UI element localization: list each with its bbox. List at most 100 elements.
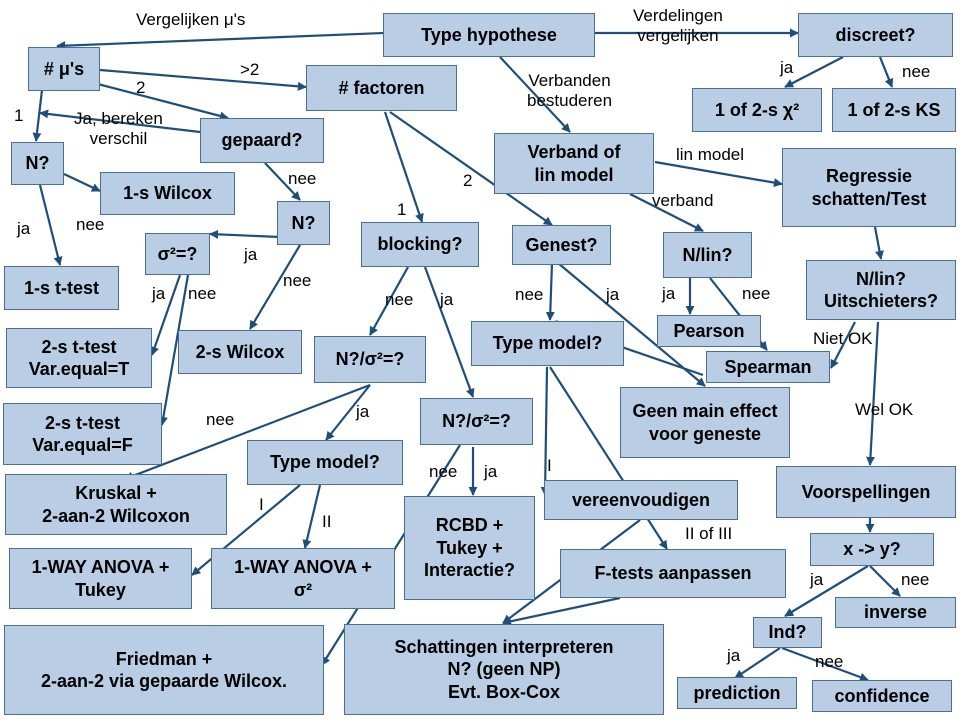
edge-gepaard-to-nq2 [264,162,301,201]
factoren-node[interactable]: # factoren [306,65,457,111]
label-one: 1 [14,106,24,125]
edge-nmus-to-factoren [99,68,307,91]
label-ja-nlin: ja [662,284,676,303]
edge-factoren-to-genest [389,111,553,226]
edge-nlinout-to-spearman [830,321,856,369]
edge-discreet-to-ks [878,56,894,88]
confidence-node[interactable]: confidence [812,680,952,712]
nlin-outliers-node[interactable]: N/lin? Uitschieters? [806,260,956,320]
edge-nlinout-to-voorspellingen [865,321,880,466]
edge-verband-to-regressie [654,160,783,188]
label-ja-sigma: ja [152,284,166,303]
edge-sigma-to-ttest-f [158,274,190,426]
ttest1-node[interactable]: 1-s t-test [4,266,119,310]
label-ja-n1: ja [17,219,31,238]
label-vergelijken-mus: Vergelijken μ's [136,10,246,29]
edge-xy-to-ind [784,565,869,617]
wilcox2-node[interactable]: 2-s Wilcox [178,330,302,374]
label-nee-ns1: nee [206,410,235,429]
prediction-node[interactable]: prediction [677,677,797,709]
n-q1-node[interactable]: N? [11,142,64,185]
n-sigma1-node[interactable]: N?/σ²=? [314,336,426,383]
voorspellingen-node[interactable]: Voorspellingen [776,466,956,518]
ttest2-equal-t-node[interactable]: 2-s t-test Var.equal=T [6,328,152,388]
label-ja-ns2: ja [484,462,498,481]
edge-type-to-nmus [56,31,384,51]
edge-nmus-to-gepaard [89,80,229,121]
edge-typemodelr-to-vereenvoudigen [540,366,550,496]
edge-ind-to-prediction [734,647,781,679]
n-sigma2-node[interactable]: N?/σ²=? [420,398,533,445]
edge-ftests-to-schattingen [502,596,621,626]
chi2-node[interactable]: 1 of 2-s χ² [692,88,822,132]
spearman-node[interactable]: Spearman [706,351,830,383]
nlin-node[interactable]: N/lin? [663,232,752,278]
blocking-node[interactable]: blocking? [361,222,479,267]
label-i-mid: I [259,495,264,514]
label-ja-n2: ja [244,245,258,264]
n-q2-node[interactable]: N? [277,201,330,245]
edge-type-to-verband [499,56,571,133]
pearson-node[interactable]: Pearson [657,315,761,347]
edge-gepaard-to-nmus [39,109,201,134]
edge-blocking-to-nsigma1 [369,266,409,336]
label-ja-blocking: ja [440,290,454,309]
schattingen-node[interactable]: Schattingen interpreteren N? (geen NP) E… [344,624,664,715]
edge-nq2-to-sigma [209,229,281,239]
ftests-node[interactable]: F-tests aanpassen [560,549,786,598]
regressie-node[interactable]: Regressie schatten/Test [782,148,956,227]
edge-genest-to-typemodelr [545,262,555,321]
edge-factoren-to-blocking [383,111,424,223]
label-factor-2: 2 [463,171,473,190]
edge-nmus-to-nq1 [32,89,44,142]
label-nee-genest: nee [515,285,544,304]
label-ja-genest: ja [606,285,620,304]
type-model-mid-node[interactable]: Type model? [247,440,403,485]
edge-blocking-to-nsigma2 [423,266,475,398]
ks-node[interactable]: 1 of 2-s KS [832,88,956,132]
label-i-right: I [547,456,552,475]
ind-node[interactable]: Ind? [753,617,822,648]
edge-nsigma1-to-typemodelm [325,384,371,441]
edge-typemodelm-to-anovatukey [191,484,301,576]
anova-sigma-node[interactable]: 1-WAY ANOVA + σ² [211,548,395,609]
label-nee-n1: nee [76,215,105,234]
label-factor-1: 1 [397,200,407,219]
gepaard-node[interactable]: gepaard? [200,118,324,163]
label-nee-blocking: nee [385,290,414,309]
label-ii-mid: II [322,512,332,531]
verband-lin-node[interactable]: Verband of lin model [494,133,654,194]
label-ja-ind: ja [727,646,741,665]
ttest2-equal-f-node[interactable]: 2-s t-test Var.equal=F [3,403,162,465]
label-verbanden: Verbanden bestuderen [527,71,613,110]
edge-ind-to-confidence [781,646,869,682]
geen-main-node[interactable]: Geen main effect voor geneste [620,387,790,458]
sigma-eq-node[interactable]: σ²=? [145,233,210,275]
edge-verband-to-nlin [629,193,704,232]
kruskal-node[interactable]: Kruskal + 2-aan-2 Wilcoxon [5,474,227,535]
xy-node[interactable]: x -> y? [810,533,934,566]
label-nee-discreet: nee [902,62,931,81]
label-ja-discreet: ja [780,58,794,77]
type-hypothese-node[interactable]: Type hypothese [383,13,595,57]
label-lin-model: lin model [676,145,745,164]
edge-xy-to-inverse [869,565,901,597]
edge-regressie-to-nlinout [873,226,884,260]
discreet-node[interactable]: discreet? [798,13,953,57]
inverse-node[interactable]: inverse [835,597,956,628]
label-nee-ind: nee [815,652,844,671]
anova-tukey-node[interactable]: 1-WAY ANOVA + Tukey [9,548,192,609]
label-nee-sigma: nee [188,284,217,303]
wilcox1-node[interactable]: 1-s Wilcox [100,172,235,215]
n-mus-node[interactable]: # μ's [28,47,100,91]
edge-typemodelm-to-anovasigma [302,484,322,549]
rcbd-node[interactable]: RCBD + Tukey + Interactie? [404,496,535,600]
edge-nq2-to-wilcox2 [249,244,301,330]
genest-node[interactable]: Genest? [512,225,611,265]
label-nee-ns2: nee [429,462,458,481]
vereenvoudigen-node[interactable]: vereenvoudigen [544,480,738,520]
label-niet-ok: Niet OK [813,329,873,348]
type-model-right-node[interactable]: Type model? [471,321,624,366]
friedman-node[interactable]: Friedman + 2-aan-2 via gepaarde Wilcox. [4,625,324,715]
label-gt2: >2 [240,60,260,79]
